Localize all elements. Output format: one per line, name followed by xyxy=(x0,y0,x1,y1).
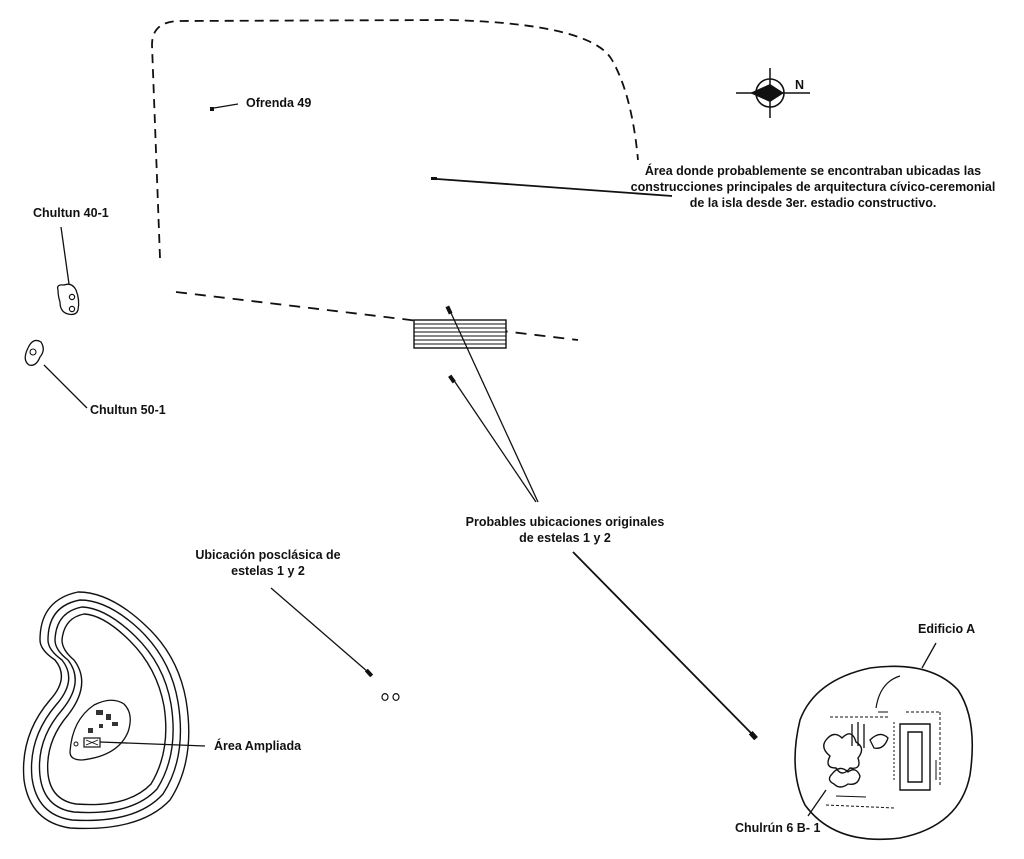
stela-original-marker-2 xyxy=(448,374,456,384)
chulrun-label: Chulrún 6 B- 1 xyxy=(735,821,820,835)
area-leader xyxy=(436,178,673,197)
area-ampliada-leader xyxy=(99,741,206,747)
stela-original-leader-1 xyxy=(450,312,539,503)
chulrun-leader xyxy=(807,789,827,817)
enlarged-area-plan xyxy=(69,699,131,761)
edificio-inset xyxy=(794,665,974,841)
chultun-40-plan xyxy=(56,283,80,316)
posclasica-line1: Ubicación posclásica de xyxy=(195,548,340,562)
ceremonial-area-boundary-south xyxy=(175,291,579,341)
posclasica-line2: estelas 1 y 2 xyxy=(231,564,305,578)
island-contour-map xyxy=(22,591,190,830)
area-description-line1: Área donde probablemente se encontraban … xyxy=(645,163,981,178)
inset-leader xyxy=(572,551,754,736)
probables-line2: de estelas 1 y 2 xyxy=(519,531,611,545)
ofrenda-label: Ofrenda 49 xyxy=(246,96,311,110)
probables-line1: Probables ubicaciones originales xyxy=(466,515,665,529)
hatched-structure xyxy=(413,319,507,349)
area-ampliada-label: Área Ampliada xyxy=(214,738,302,753)
area-description-line2: construcciones principales de arquitectu… xyxy=(631,180,996,194)
chultun-40-leader xyxy=(60,226,70,285)
edificio-label: Edificio A xyxy=(918,622,975,636)
ceremonial-area-boundary xyxy=(151,19,639,259)
stela-original-marker-1 xyxy=(445,305,453,315)
area-marker xyxy=(431,177,437,180)
posclasica-stelae xyxy=(381,692,400,701)
north-label: N xyxy=(795,78,804,92)
area-description-line3: de la isla desde 3er. estadio constructi… xyxy=(690,196,937,210)
chultun-40-label: Chultun 40-1 xyxy=(33,206,109,220)
chultun-50-plan xyxy=(24,339,44,366)
inset-leader-end xyxy=(748,731,758,741)
posclasica-leader xyxy=(270,587,369,673)
posclasica-marker xyxy=(364,668,374,678)
stela-original-leader-2 xyxy=(454,381,537,503)
ofrenda-marker xyxy=(210,103,239,111)
edificio-leader xyxy=(921,642,937,669)
chultun-50-label: Chultun 50-1 xyxy=(90,403,166,417)
compass-north-icon: N xyxy=(736,68,810,118)
chultun-50-leader xyxy=(43,364,88,409)
